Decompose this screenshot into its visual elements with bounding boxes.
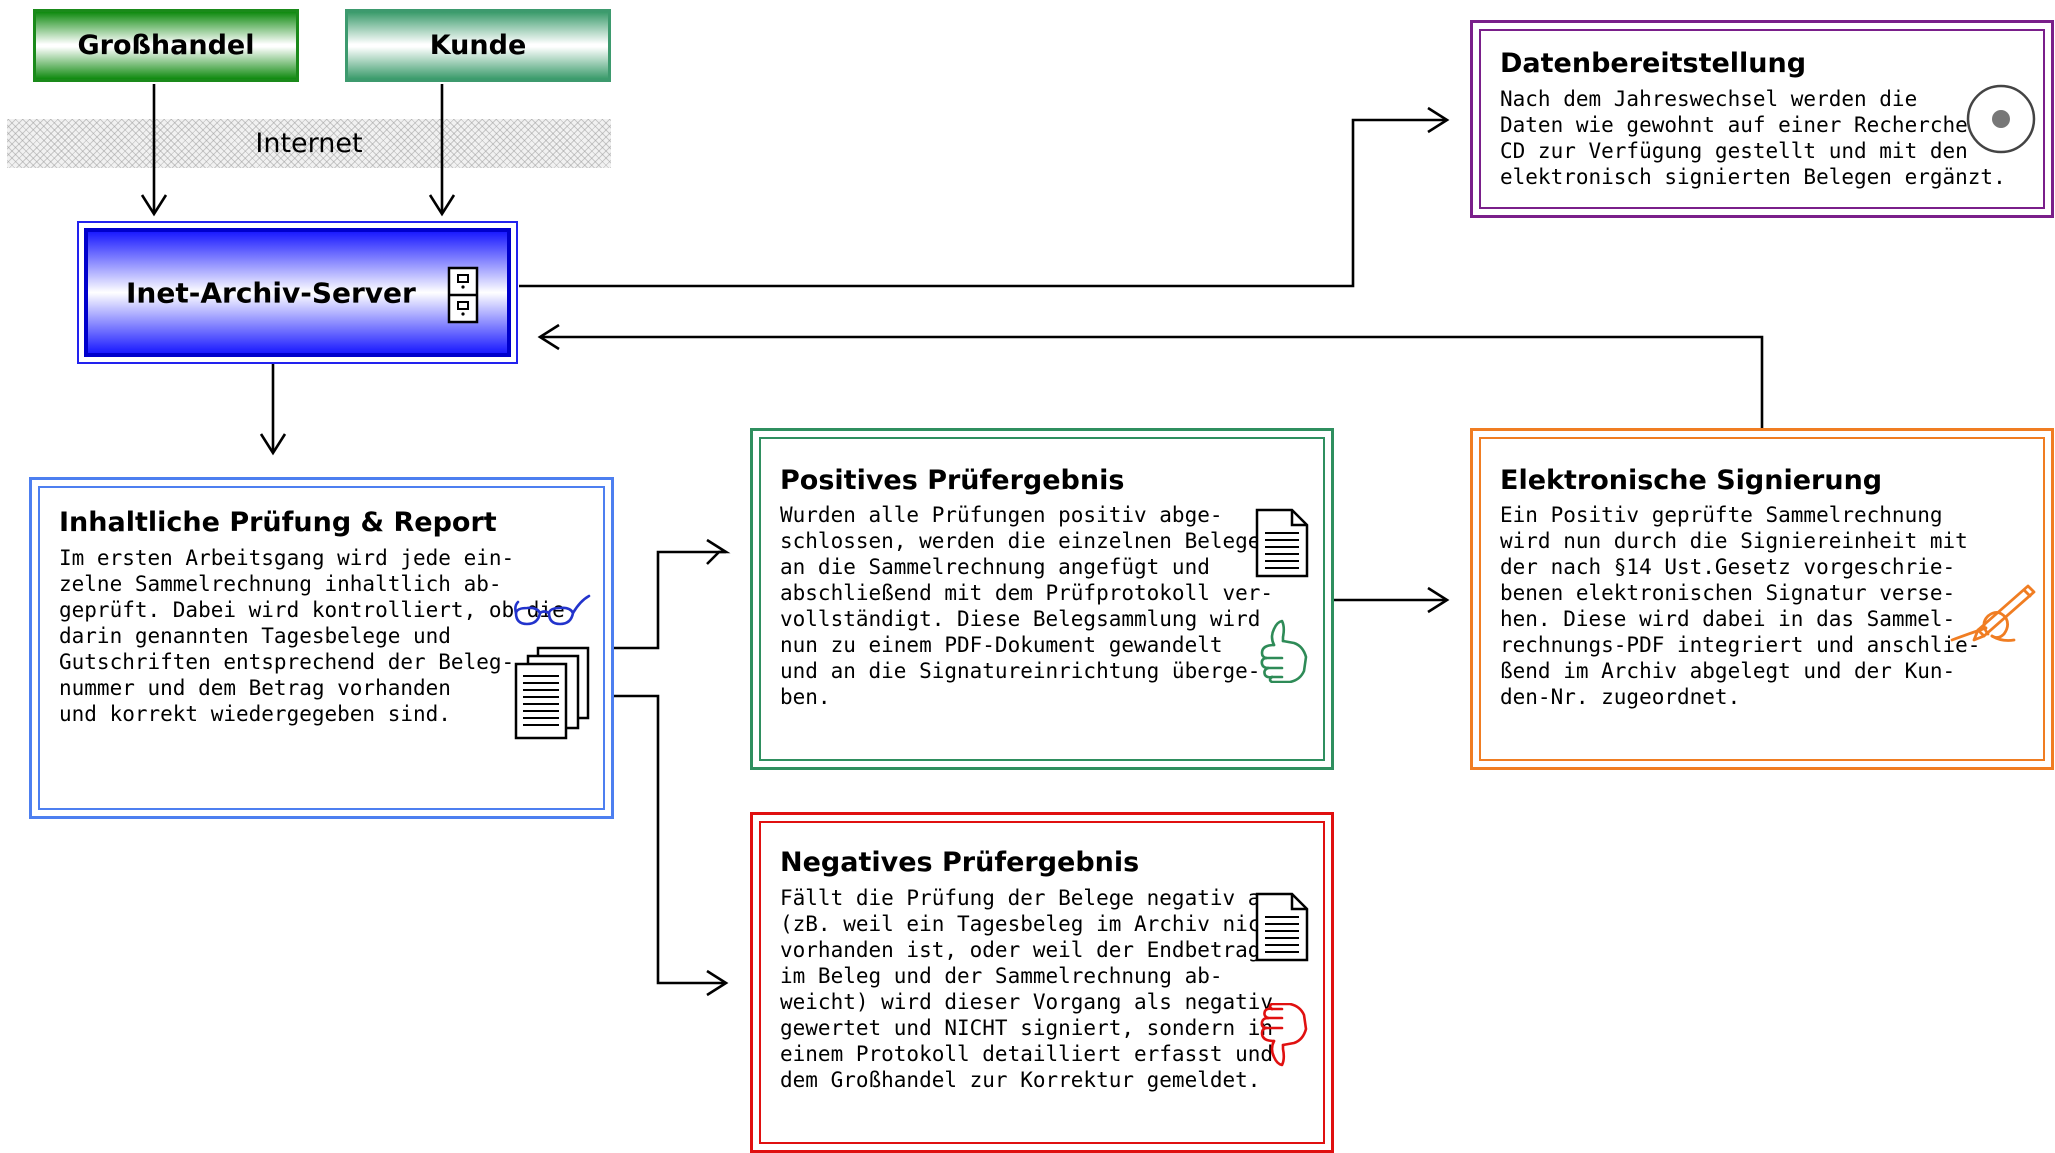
thumbs-down-icon — [1260, 1003, 1308, 1067]
thumbs-up-icon — [1260, 619, 1308, 683]
glasses-icon — [514, 594, 591, 626]
grosshandel-box: Großhandel — [33, 9, 299, 82]
positiv-text: Wurden alle Prüfungen positiv abge- schl… — [780, 503, 1274, 709]
document-icon — [1255, 508, 1309, 578]
signierung-title: Elektronische Signierung — [1500, 465, 1883, 496]
inet-archiv-server-box: Inet-Archiv-Server — [77, 221, 518, 364]
inhalt-title: Inhaltliche Prüfung & Report — [59, 507, 497, 538]
cd-disc-icon — [1966, 84, 2036, 154]
positives-pruefergebnis-panel: Positives Prüfergebnis Wurden alle Prüfu… — [750, 428, 1334, 770]
grosshandel-label: Großhandel — [77, 30, 255, 61]
internet-band: Internet — [7, 119, 611, 168]
document-icon — [1255, 892, 1309, 962]
signierung-text: Ein Positiv geprüfte Sammelrechnung wird… — [1500, 503, 1981, 709]
inhalt-text: Im ersten Arbeitsgang wird jede ein- zel… — [59, 546, 565, 726]
pen-signature-icon — [1950, 584, 2036, 642]
positiv-title: Positives Prüfergebnis — [780, 465, 1125, 496]
daten-text: Nach dem Jahreswechsel werden die Daten … — [1500, 87, 2006, 189]
filing-cabinet-icon — [447, 266, 479, 324]
negativ-title: Negatives Prüfergebnis — [780, 847, 1140, 878]
daten-title: Datenbereitstellung — [1500, 48, 1807, 79]
server-label: Inet-Archiv-Server — [126, 276, 416, 309]
kunde-label: Kunde — [429, 30, 527, 61]
negativ-text: Fällt die Prüfung der Belege negativ aus… — [780, 886, 1286, 1092]
inhaltliche-pruefung-panel: Inhaltliche Prüfung & Report Im ersten A… — [29, 477, 614, 819]
stacked-documents-icon — [514, 646, 590, 740]
datenbereitstellung-panel: Datenbereitstellung Nach dem Jahreswechs… — [1470, 20, 2054, 218]
elektronische-signierung-panel: Elektronische Signierung Ein Positiv gep… — [1470, 428, 2054, 770]
negatives-pruefergebnis-panel: Negatives Prüfergebnis Fällt die Prüfung… — [750, 812, 1334, 1153]
internet-label: Internet — [255, 128, 363, 159]
kunde-box: Kunde — [345, 9, 611, 82]
